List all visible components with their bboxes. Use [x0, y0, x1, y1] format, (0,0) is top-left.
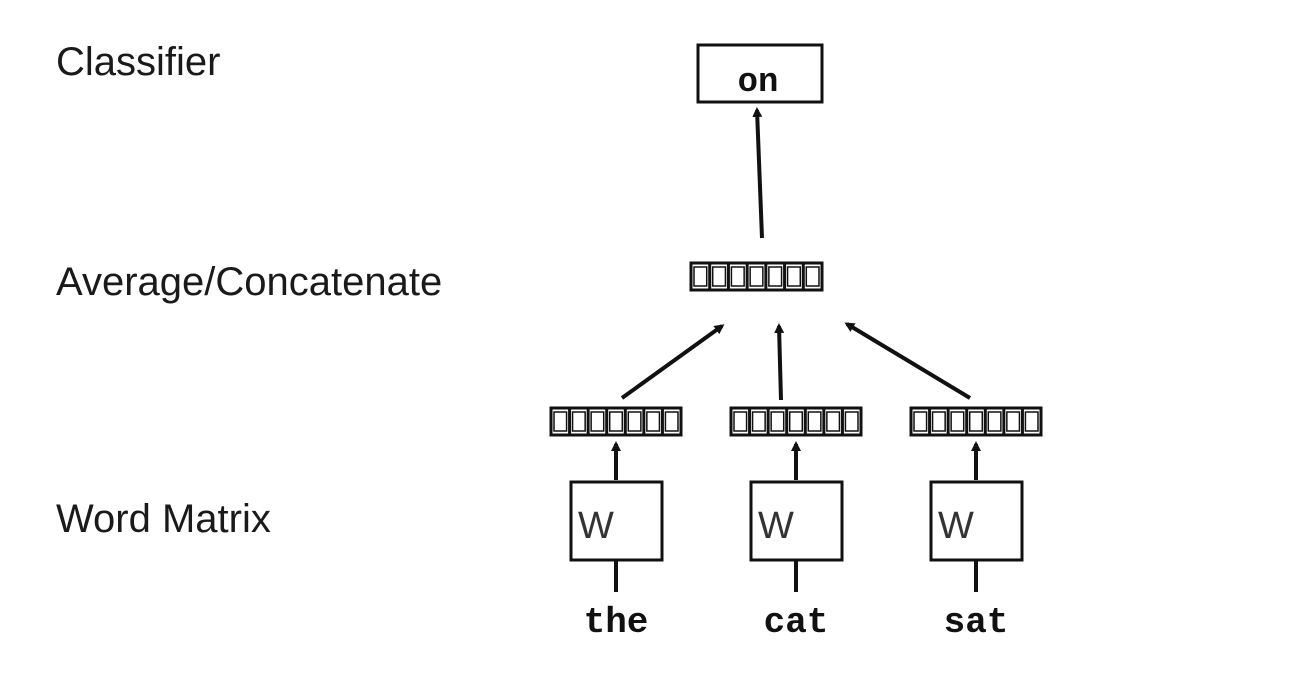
matrix-symbol-sat: W	[938, 505, 974, 547]
classifier-output-box: on	[696, 43, 824, 104]
average-vector-cells	[689, 261, 824, 292]
arrow-average-to-classifier	[752, 107, 764, 239]
input-word-sat: sat	[944, 602, 1009, 643]
classifier-label: Classifier	[56, 40, 221, 84]
arrow-the-to-average	[620, 324, 725, 400]
word-vector-sat	[909, 406, 1043, 437]
word-matrix-box-sat	[929, 480, 1024, 562]
word-matrix-box-the	[569, 480, 664, 562]
word-vector-cat	[729, 406, 863, 437]
arrow-sat-to-average	[844, 322, 972, 400]
arrow-cat-to-average	[774, 323, 785, 401]
matrix-symbol-cat: W	[758, 505, 794, 547]
input-word-the: the	[584, 602, 649, 643]
average-concatenate-label: Average/Concatenate	[56, 260, 443, 304]
input-word-cat: cat	[764, 602, 829, 643]
word-matrix-box-cat	[749, 480, 844, 562]
word-matrix-label: Word Matrix	[56, 497, 271, 541]
word-vector-the	[549, 406, 683, 437]
output-word-text: on	[738, 64, 779, 102]
average-vector	[689, 261, 824, 292]
matrix-symbol-the: W	[578, 505, 614, 547]
